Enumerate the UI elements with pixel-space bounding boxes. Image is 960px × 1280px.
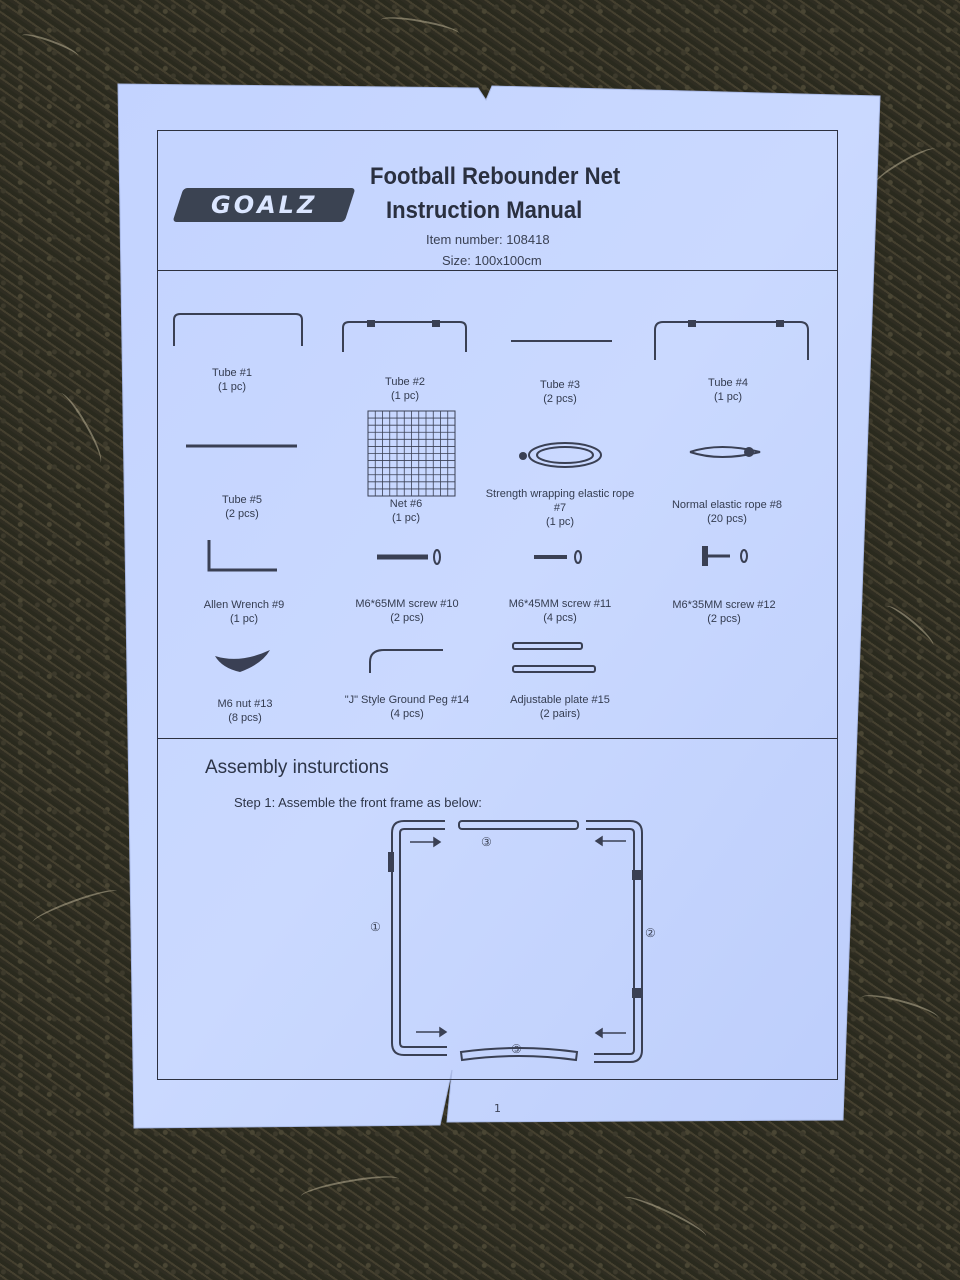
part-label-15: Adjustable plate #15(2 pairs): [510, 694, 610, 720]
tube-2-joint: [367, 320, 375, 327]
part-label-3: Tube #3(2 pcs): [540, 379, 580, 405]
tube-2-drawing: [342, 321, 467, 352]
diagram-tube-3-bottom: [459, 1047, 579, 1062]
part-label-13: M6 nut #13(8 pcs): [217, 698, 273, 724]
part-label-7: Strength wrapping elastic rope #7(1 pc): [485, 488, 635, 528]
tube-2-joint: [432, 320, 440, 327]
tube-4-drawing: [654, 321, 809, 360]
nut-13-drawing: [215, 650, 270, 672]
rope-7-ball: [519, 452, 527, 460]
sheet-border: [157, 130, 838, 1080]
washer-12: [740, 549, 748, 563]
diagram-joint: [632, 870, 642, 880]
part-label-6: Net #6(1 pc): [389, 498, 423, 524]
divider: [157, 738, 837, 739]
rope-8-ball: [744, 447, 754, 457]
part-label-10: M6*65MM screw #10(2 pcs): [355, 598, 459, 624]
part-label-12: M6*35MM screw #12(2 pcs): [672, 599, 776, 625]
elastic-rope-8-drawing: [689, 446, 761, 458]
part-label-14: "J" Style Ground Peg #14(4 pcs): [344, 694, 470, 720]
diagram-joint: [632, 988, 642, 998]
allen-wrench-drawing: [207, 540, 277, 572]
diagram-tube-2: [586, 820, 643, 1063]
diagram-clip: [388, 852, 394, 872]
part-label-2: Tube #2(1 pc): [385, 376, 425, 402]
tube-4-joint: [688, 320, 696, 327]
adjustable-plate-top-drawing: [512, 642, 583, 650]
title-line-2: Instruction Manual: [386, 197, 583, 224]
washer-11: [574, 550, 582, 564]
diagram-number-top: ③: [481, 835, 492, 849]
adjustable-plate-bottom-drawing: [512, 665, 596, 673]
size-label: Size: 100x100cm: [442, 253, 542, 268]
divider: [157, 270, 837, 271]
part-label-9: Allen Wrench #9(1 pc): [203, 599, 285, 625]
tube-4-joint: [776, 320, 784, 327]
ground-peg-drawing: [369, 649, 443, 673]
elastic-rope-7-drawing: [528, 442, 602, 468]
assembly-heading: Assembly insturctions: [205, 757, 389, 778]
washer-10: [433, 549, 441, 565]
item-number: Item number: 108418: [426, 232, 550, 247]
part-label-11: M6*45MM screw #11(4 pcs): [508, 598, 612, 624]
diagram-tube-1: [391, 820, 447, 1056]
diagram-number-left: ①: [370, 920, 381, 934]
part-label-1: Tube #1(1 pc): [212, 367, 252, 393]
page-number: 1: [494, 1102, 501, 1115]
diagram-number-right: ②: [645, 926, 656, 940]
part-label-5: Tube #5(2 pcs): [222, 494, 262, 520]
part-label-8: Normal elastic rope #8(20 pcs): [671, 499, 783, 525]
part-label-4: Tube #4(1 pc): [708, 377, 748, 403]
step-1-text: Step 1: Assemble the front frame as belo…: [234, 795, 482, 810]
tube-1-drawing: [173, 313, 303, 346]
diagram-tube-3-top: [458, 820, 579, 830]
diagram-number-bottom: ③: [511, 1042, 522, 1056]
title-line-1: Football Rebounder Net: [370, 163, 621, 190]
